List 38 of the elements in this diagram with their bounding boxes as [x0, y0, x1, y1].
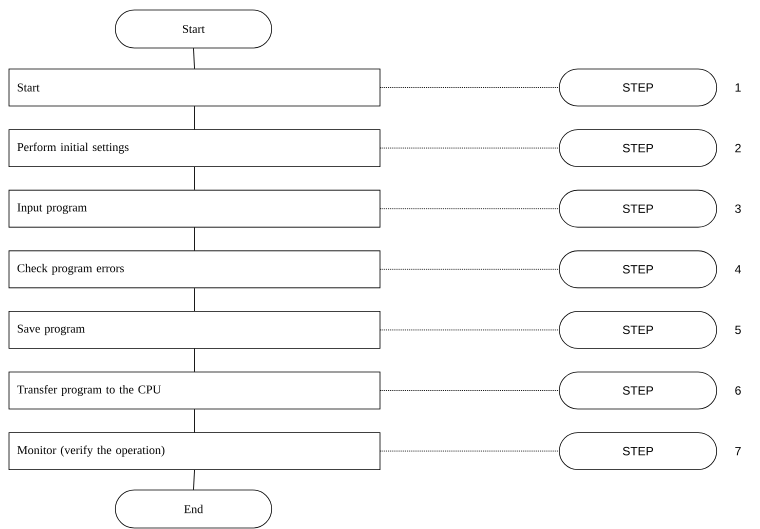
connector-line	[193, 470, 195, 490]
connector-line	[194, 227, 195, 251]
step-box: STEP	[558, 250, 718, 288]
dotted-connector	[380, 87, 560, 88]
connector-line	[194, 106, 195, 130]
dotted-connector	[380, 329, 560, 330]
step-number: 3	[735, 204, 741, 213]
process-box: Perform initial settings	[8, 129, 380, 167]
process-box: Save program	[8, 311, 380, 349]
step-number: 7	[735, 446, 741, 456]
step-number: 5	[735, 326, 741, 334]
process-box: Start	[8, 68, 380, 106]
connector-line	[194, 288, 195, 312]
dotted-connector	[380, 390, 560, 391]
step-box: STEP	[558, 68, 718, 106]
step-box: STEP	[558, 311, 718, 349]
dotted-connector	[380, 450, 560, 452]
connector-line	[194, 166, 195, 190]
connector-line	[193, 48, 195, 70]
process-box: Input program	[8, 190, 380, 228]
step-number: 2	[735, 144, 741, 152]
step-number: 6	[735, 386, 741, 395]
process-box: Transfer program to the CPU	[8, 372, 380, 410]
step-box: STEP	[558, 129, 718, 167]
step-number: 4	[734, 265, 741, 274]
connector-line	[194, 408, 195, 433]
step-box: STEP	[558, 432, 718, 470]
step-box: STEP	[558, 190, 718, 228]
dotted-connector	[380, 268, 560, 270]
terminal-box: End	[114, 490, 272, 528]
step-box: STEP	[558, 372, 718, 410]
terminal-box: Start	[114, 10, 272, 48]
dotted-connector	[380, 208, 560, 210]
process-box: Check program errors	[8, 250, 380, 288]
step-number: 1	[736, 83, 741, 92]
dotted-connector	[380, 148, 560, 149]
connector-line	[194, 348, 195, 372]
process-box: Monitor (verify the operation)	[8, 432, 380, 470]
